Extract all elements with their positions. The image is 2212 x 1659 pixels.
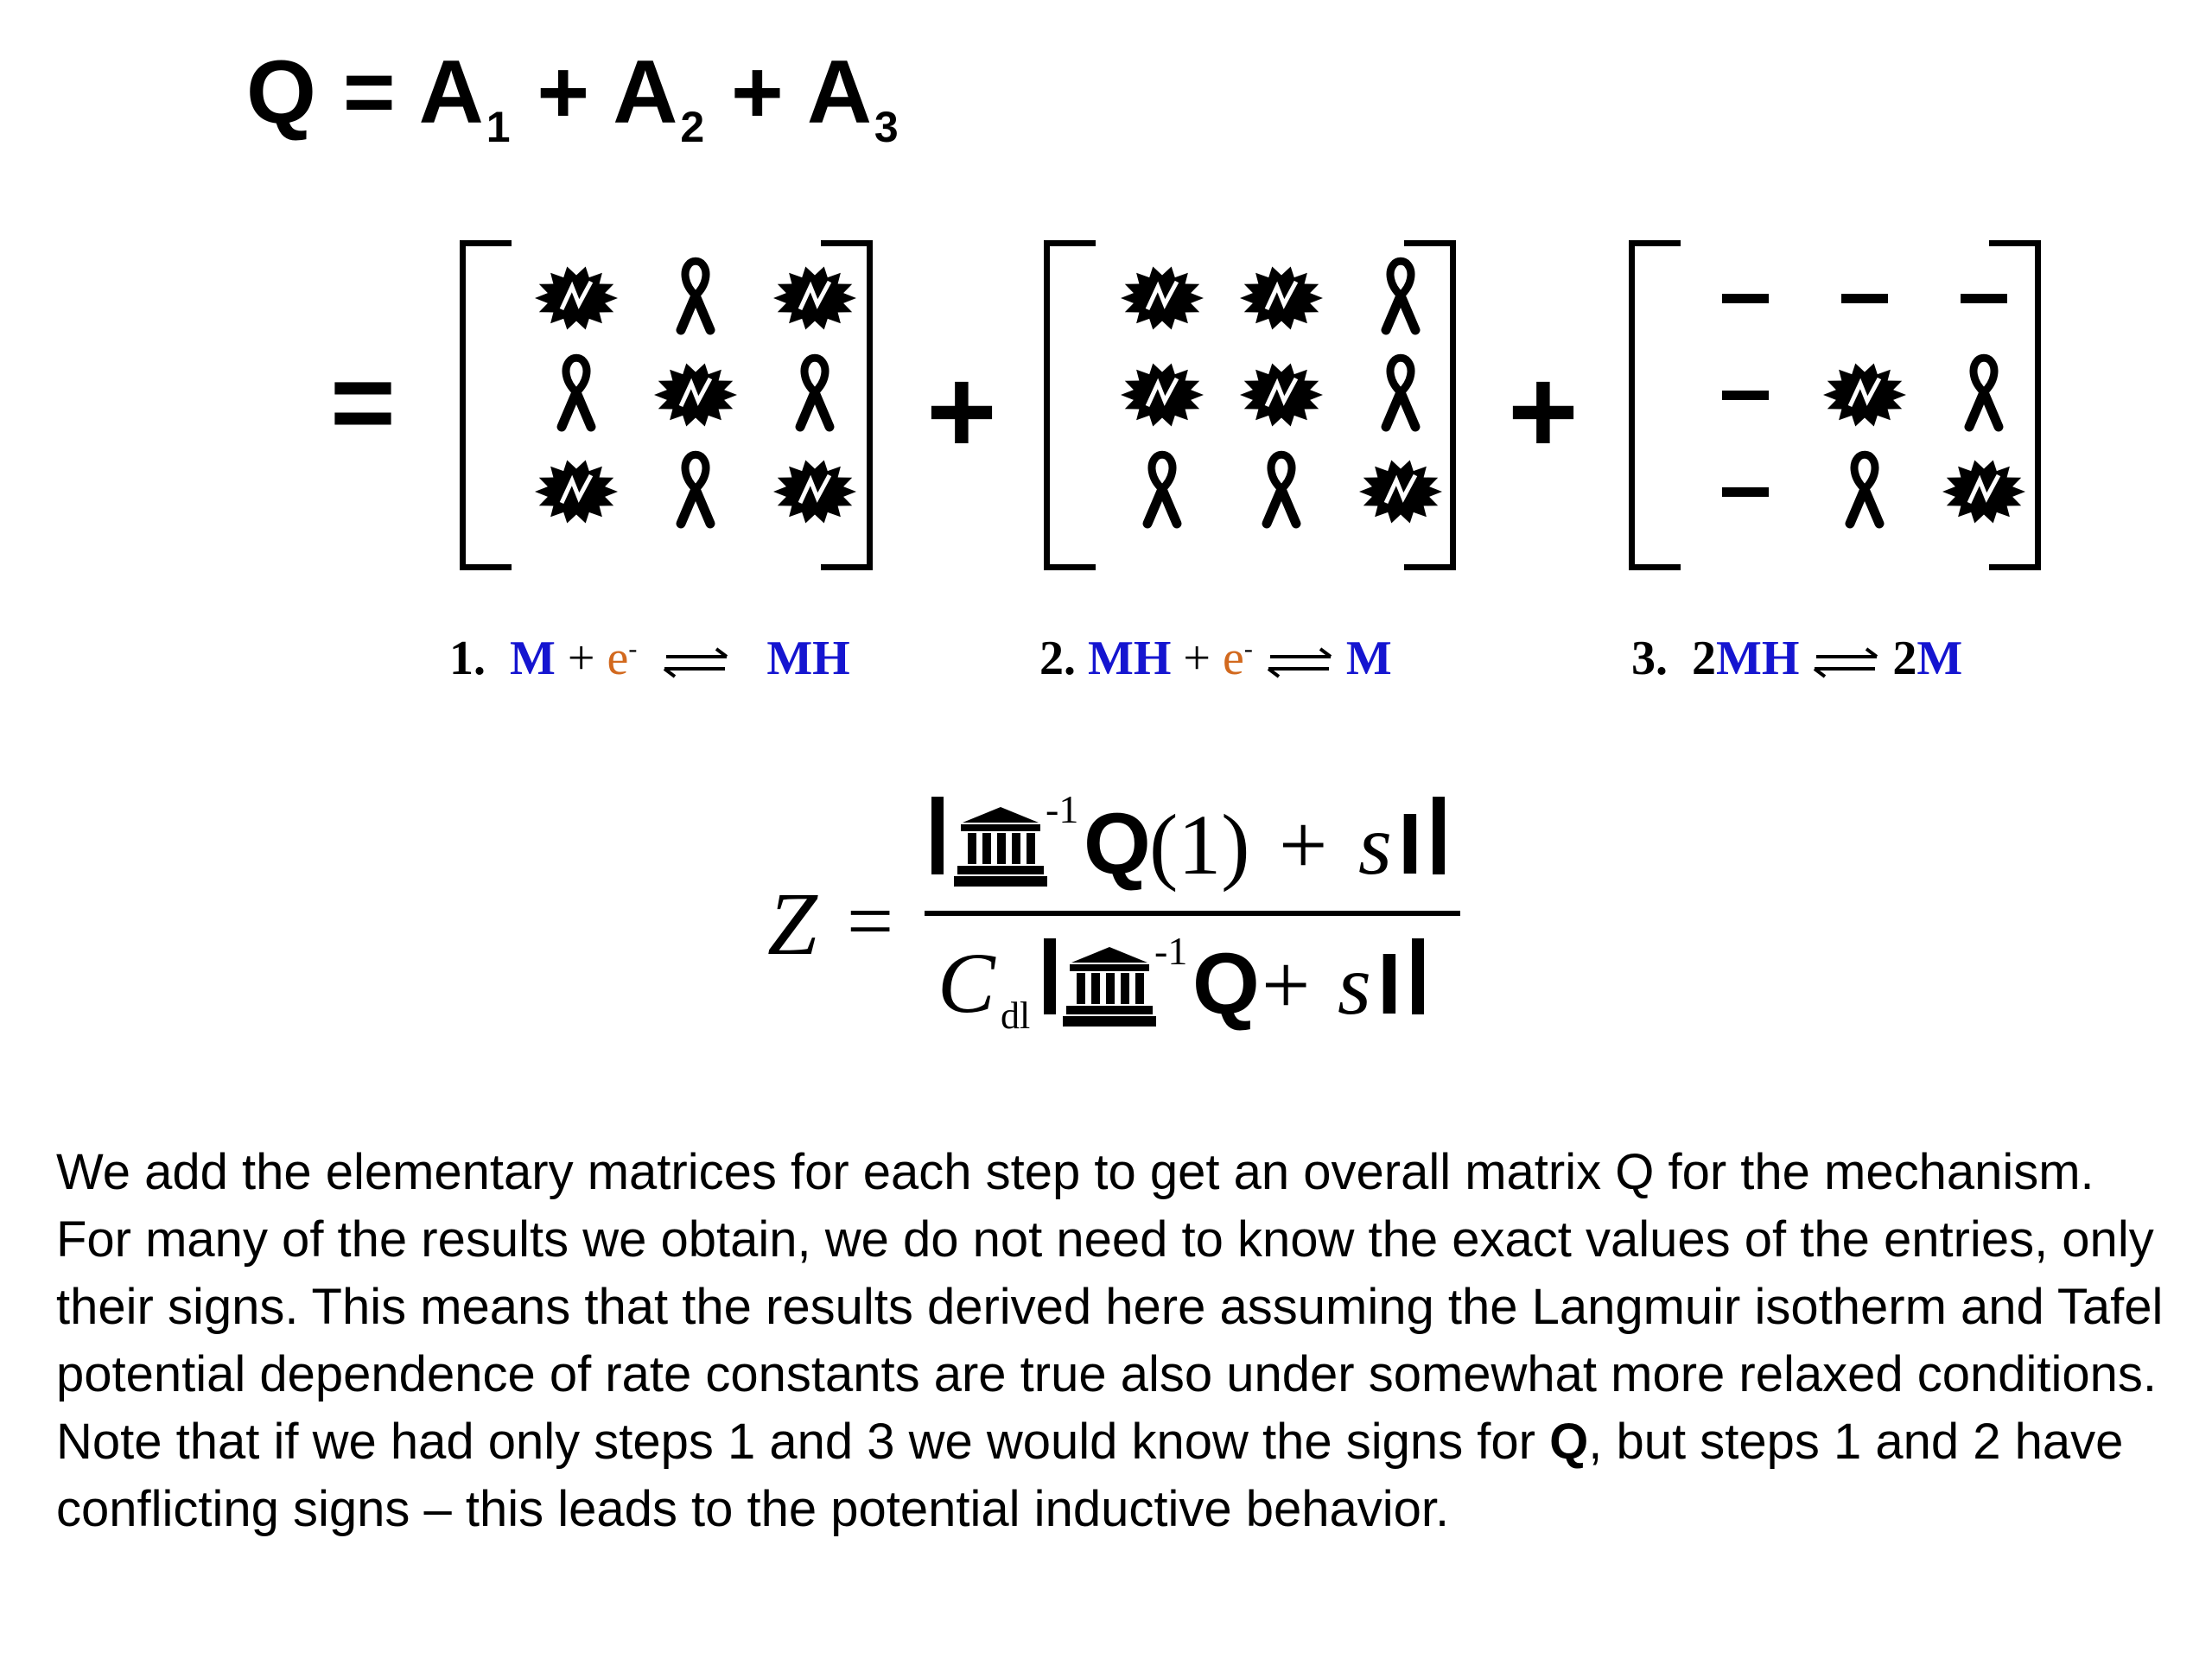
reaction-1: 1. M + e- MH <box>449 631 850 686</box>
dash-icon <box>1698 251 1793 346</box>
numerator-inverse-exponent: -1 <box>1046 787 1079 831</box>
numerator-det-left-bar <box>931 797 944 874</box>
burst-icon <box>1234 347 1329 442</box>
numerator-det-right-bar <box>1433 797 1445 874</box>
reaction-3-number: 3. <box>1631 632 1668 685</box>
burst-icon <box>1936 444 2031 539</box>
ribbon-icon <box>1234 444 1329 539</box>
eq-sub3: 3 <box>874 103 899 151</box>
ribbon-icon <box>1936 347 2031 442</box>
dash-icon <box>1817 251 1912 346</box>
burst-icon <box>648 347 743 442</box>
denominator-det-left-bar <box>1044 938 1056 1014</box>
reaction-3-coef-left: 2 <box>1692 632 1716 685</box>
bank-icon <box>954 807 1047 887</box>
ribbon-icon <box>529 347 624 442</box>
paragraph-bold-q: Q <box>1549 1414 1589 1470</box>
matrix-1-right-bracket <box>821 240 873 570</box>
ribbon-icon <box>1353 251 1448 346</box>
numerator-identity: I <box>1398 796 1422 893</box>
equilibrium-arrow-icon <box>1267 647 1332 678</box>
dash-icon <box>1698 444 1793 539</box>
eq-sub1: 1 <box>486 103 512 151</box>
denominator-det-right-bar <box>1412 938 1424 1014</box>
burst-icon <box>1353 444 1448 539</box>
reaction-3-coef-right: 2 <box>1892 632 1917 685</box>
eq-sub2: 2 <box>680 103 706 151</box>
equilibrium-arrow-icon <box>1814 647 1878 678</box>
eq-plus-1: + <box>537 42 591 143</box>
reaction-2-electron: e <box>1223 632 1244 685</box>
z-equals: = <box>847 874 894 967</box>
paragraph-text-1: We add the elementary matrices for each … <box>56 1144 2164 1470</box>
numerator-arg: (1) <box>1149 797 1250 893</box>
burst-icon <box>529 251 624 346</box>
eq-a1: A <box>418 42 485 143</box>
reaction-2: 2. MH + e- M <box>1039 631 1392 686</box>
reaction-3-right: M <box>1916 632 1963 685</box>
numerator-s: s <box>1358 797 1392 893</box>
burst-icon <box>1115 251 1210 346</box>
denominator-dl: dl <box>1001 995 1031 1037</box>
denominator-s: s <box>1338 937 1371 1033</box>
bank-icon <box>1063 947 1156 1027</box>
burst-icon <box>1234 251 1329 346</box>
burst-icon <box>767 444 862 539</box>
equilibrium-arrow-icon <box>664 647 728 678</box>
matrix-2-right-bracket <box>1404 240 1456 570</box>
paragraph-text-2: , but steps 1 and 2 have conflicting sig… <box>56 1414 2124 1537</box>
denominator-inverse-exponent: -1 <box>1154 929 1188 973</box>
reaction-2-number: 2. <box>1039 632 1076 685</box>
fraction-bar <box>925 911 1460 916</box>
dash-icon <box>1936 251 2031 346</box>
burst-icon <box>529 444 624 539</box>
ribbon-icon <box>767 347 862 442</box>
matrix-plus-sign-1: + <box>926 343 997 479</box>
reaction-2-left: MH <box>1088 632 1172 685</box>
eq-a3: A <box>806 42 873 143</box>
ribbon-icon <box>1817 444 1912 539</box>
burst-icon <box>1115 347 1210 442</box>
reaction-1-plus: + <box>567 632 595 685</box>
reaction-2-right: M <box>1345 632 1392 685</box>
denominator-c: C <box>938 935 995 1031</box>
reaction-1-left: M <box>510 632 556 685</box>
reaction-1-right: MH <box>766 632 850 685</box>
reaction-1-charge: - <box>628 634 638 664</box>
impedance-equation: Z = -1 Q (1) + s I C dl -1 Q + s I <box>0 778 2212 1037</box>
explanation-paragraph: We add the elementary matrices for each … <box>56 1139 2182 1543</box>
matrix-equals-sign: = <box>330 339 396 465</box>
reaction-2-charge: - <box>1243 634 1253 664</box>
denominator-identity: I <box>1377 936 1402 1033</box>
eq-q: Q <box>246 42 317 143</box>
burst-icon <box>767 251 862 346</box>
matrix-3-right-bracket <box>1989 240 2041 570</box>
burst-icon <box>1817 347 1912 442</box>
ribbon-icon <box>648 444 743 539</box>
dash-icon <box>1698 347 1793 442</box>
top-equation: Q = A1 + A2 + A3 <box>246 41 899 152</box>
z-symbol: Z <box>767 874 817 974</box>
numerator-q: Q <box>1084 796 1151 893</box>
reaction-1-number: 1. <box>449 632 486 685</box>
matrix-2-left-bracket <box>1044 240 1096 570</box>
eq-a2: A <box>613 42 679 143</box>
matrix-1-left-bracket <box>460 240 512 570</box>
reaction-2-plus: + <box>1183 632 1211 685</box>
matrix-plus-sign-2: + <box>1508 343 1579 479</box>
reaction-3-left: MH <box>1716 632 1800 685</box>
denominator-plus: + <box>1262 937 1311 1033</box>
denominator-q: Q <box>1192 936 1260 1033</box>
ribbon-icon <box>1353 347 1448 442</box>
numerator-plus: + <box>1279 797 1328 893</box>
reaction-1-electron: e <box>607 632 629 685</box>
ribbon-icon <box>648 251 743 346</box>
eq-equals: = <box>342 42 397 143</box>
reaction-3: 3. 2MH 2M <box>1631 631 1962 686</box>
eq-plus-2: + <box>731 42 785 143</box>
matrix-3-left-bracket <box>1629 240 1681 570</box>
ribbon-icon <box>1115 444 1210 539</box>
